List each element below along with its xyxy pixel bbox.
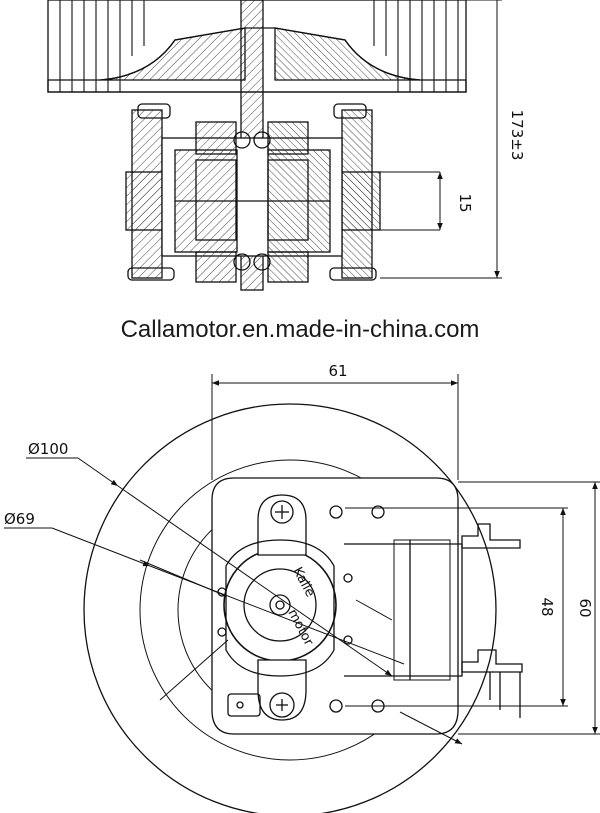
- dimension-impeller-diameter-label: Ø100: [28, 440, 68, 458]
- dimension-terminal-spacing: [345, 507, 568, 707]
- impeller-outline: [83, 403, 497, 813]
- dimension-impeller-diameter: [26, 457, 393, 677]
- dimension-height-label: 173±3: [508, 110, 526, 161]
- dimension-bracket-width: [458, 481, 600, 735]
- dimension-bracket-width-label: 60: [576, 598, 594, 617]
- dimension-stack-label: 15: [456, 193, 474, 212]
- website-caption: Callamotor.en.made-in-china.com: [120, 316, 480, 343]
- front-view: [83, 403, 523, 813]
- dimension-plate-width: [211, 374, 459, 480]
- upper-screw: [270, 500, 294, 524]
- side-section-view: [47, 0, 502, 291]
- dimension-height: [380, 0, 502, 279]
- dimension-stack: [370, 171, 443, 231]
- dimension-rotor-diameter-label: Ø69: [4, 510, 35, 528]
- dimension-rotor-diameter: [4, 527, 405, 665]
- mounting-plate: [211, 477, 459, 735]
- dimension-plate-width-label: 61: [328, 362, 347, 380]
- motor-body-section: [125, 103, 381, 283]
- dimension-terminal-spacing-label: 48: [538, 597, 556, 616]
- ground-screw: [269, 692, 295, 718]
